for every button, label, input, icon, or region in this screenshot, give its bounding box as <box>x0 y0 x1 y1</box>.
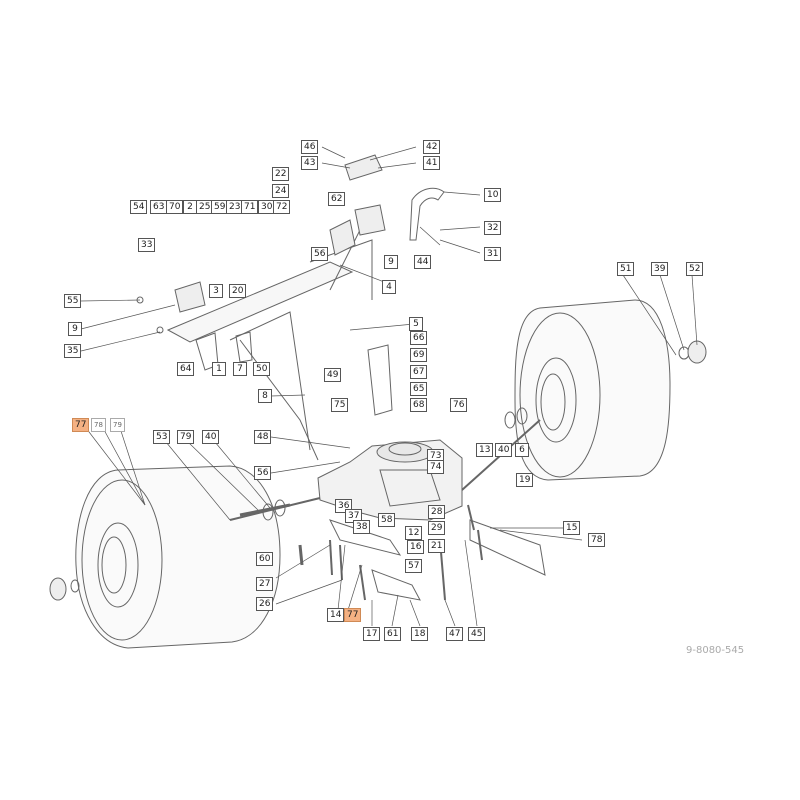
callout-65[interactable]: 65 <box>410 382 428 396</box>
callout-69[interactable]: 69 <box>410 348 428 362</box>
callout-60[interactable]: 60 <box>256 552 274 566</box>
callout-3[interactable]: 3 <box>209 284 223 298</box>
callout-52[interactable]: 52 <box>686 262 704 276</box>
transaxle-illustration <box>229 419 541 521</box>
callout-18[interactable]: 18 <box>411 627 429 641</box>
callout-61[interactable]: 61 <box>384 627 402 641</box>
callout-56-top[interactable]: 56 <box>311 247 329 261</box>
callout-57[interactable]: 57 <box>405 559 423 573</box>
callout-38[interactable]: 38 <box>353 520 371 534</box>
callout-51[interactable]: 51 <box>617 262 635 276</box>
callout-15[interactable]: 15 <box>563 521 581 535</box>
callout-14[interactable]: 14 <box>327 608 345 622</box>
callout-27[interactable]: 27 <box>256 577 274 591</box>
callout-68[interactable]: 68 <box>410 398 428 412</box>
callout-29[interactable]: 29 <box>428 521 446 535</box>
callout-63[interactable]: 63 <box>150 200 168 214</box>
callout-55[interactable]: 55 <box>64 294 82 308</box>
callout-8[interactable]: 8 <box>258 389 272 403</box>
callout-31[interactable]: 31 <box>484 247 502 261</box>
callout-79[interactable]: 79 <box>177 430 195 444</box>
callout-16[interactable]: 16 <box>407 540 425 554</box>
leader-lines <box>80 146 698 627</box>
callout-6[interactable]: 6 <box>515 443 529 457</box>
callout-10[interactable]: 10 <box>484 188 502 202</box>
callout-28[interactable]: 28 <box>428 505 446 519</box>
callout-24[interactable]: 24 <box>272 184 290 198</box>
callout-13[interactable]: 13 <box>476 443 494 457</box>
callout-79-left[interactable]: 79 <box>110 418 125 432</box>
callout-21[interactable]: 21 <box>428 539 446 553</box>
callout-56[interactable]: 56 <box>254 466 272 480</box>
callout-77-left[interactable]: 77 <box>72 418 90 432</box>
callout-53[interactable]: 53 <box>153 430 171 444</box>
callout-58[interactable]: 58 <box>378 513 396 527</box>
callout-32[interactable]: 32 <box>484 221 502 235</box>
callout-17[interactable]: 17 <box>363 627 381 641</box>
callout-22[interactable]: 22 <box>272 167 290 181</box>
callout-48[interactable]: 48 <box>254 430 272 444</box>
callout-62[interactable]: 62 <box>328 192 346 206</box>
frame-illustration <box>136 154 546 601</box>
callout-42[interactable]: 42 <box>423 140 441 154</box>
callout-20[interactable]: 20 <box>229 284 247 298</box>
callout-43[interactable]: 43 <box>301 156 319 170</box>
callout-40-right[interactable]: 40 <box>495 443 513 457</box>
callout-78[interactable]: 78 <box>588 533 606 547</box>
callout-19[interactable]: 19 <box>516 473 534 487</box>
callout-47[interactable]: 47 <box>446 627 464 641</box>
callout-46[interactable]: 46 <box>301 140 319 154</box>
callout-64[interactable]: 64 <box>177 362 195 376</box>
callout-78-left[interactable]: 78 <box>91 418 106 432</box>
callout-72[interactable]: 72 <box>273 200 291 214</box>
left-wheel-illustration <box>49 465 281 649</box>
callout-76[interactable]: 76 <box>450 398 468 412</box>
callout-50[interactable]: 50 <box>253 362 271 376</box>
callout-45[interactable]: 45 <box>468 627 486 641</box>
callout-41[interactable]: 41 <box>423 156 441 170</box>
callout-40-left[interactable]: 40 <box>202 430 220 444</box>
callout-1[interactable]: 1 <box>212 362 226 376</box>
callout-33[interactable]: 33 <box>138 238 156 252</box>
callout-67[interactable]: 67 <box>410 365 428 379</box>
callout-77[interactable]: 77 <box>344 608 362 622</box>
callout-9-left[interactable]: 9 <box>68 322 82 336</box>
callout-5[interactable]: 5 <box>409 317 423 331</box>
diagram-reference-code: 9-8080-545 <box>686 645 745 656</box>
callout-26[interactable]: 26 <box>256 597 274 611</box>
callout-7[interactable]: 7 <box>233 362 247 376</box>
callout-54[interactable]: 54 <box>130 200 148 214</box>
callout-4[interactable]: 4 <box>382 280 396 294</box>
callout-49[interactable]: 49 <box>324 368 342 382</box>
callout-44[interactable]: 44 <box>414 255 432 269</box>
callout-75[interactable]: 75 <box>331 398 349 412</box>
callout-9-top[interactable]: 9 <box>384 255 398 269</box>
callout-35[interactable]: 35 <box>64 344 82 358</box>
callout-71[interactable]: 71 <box>241 200 259 214</box>
callout-70[interactable]: 70 <box>166 200 184 214</box>
callout-74[interactable]: 74 <box>427 460 445 474</box>
callout-66[interactable]: 66 <box>410 331 428 345</box>
right-wheel-illustration <box>514 299 707 481</box>
callout-39[interactable]: 39 <box>651 262 669 276</box>
callout-12[interactable]: 12 <box>405 526 423 540</box>
callout-2[interactable]: 2 <box>183 200 197 214</box>
